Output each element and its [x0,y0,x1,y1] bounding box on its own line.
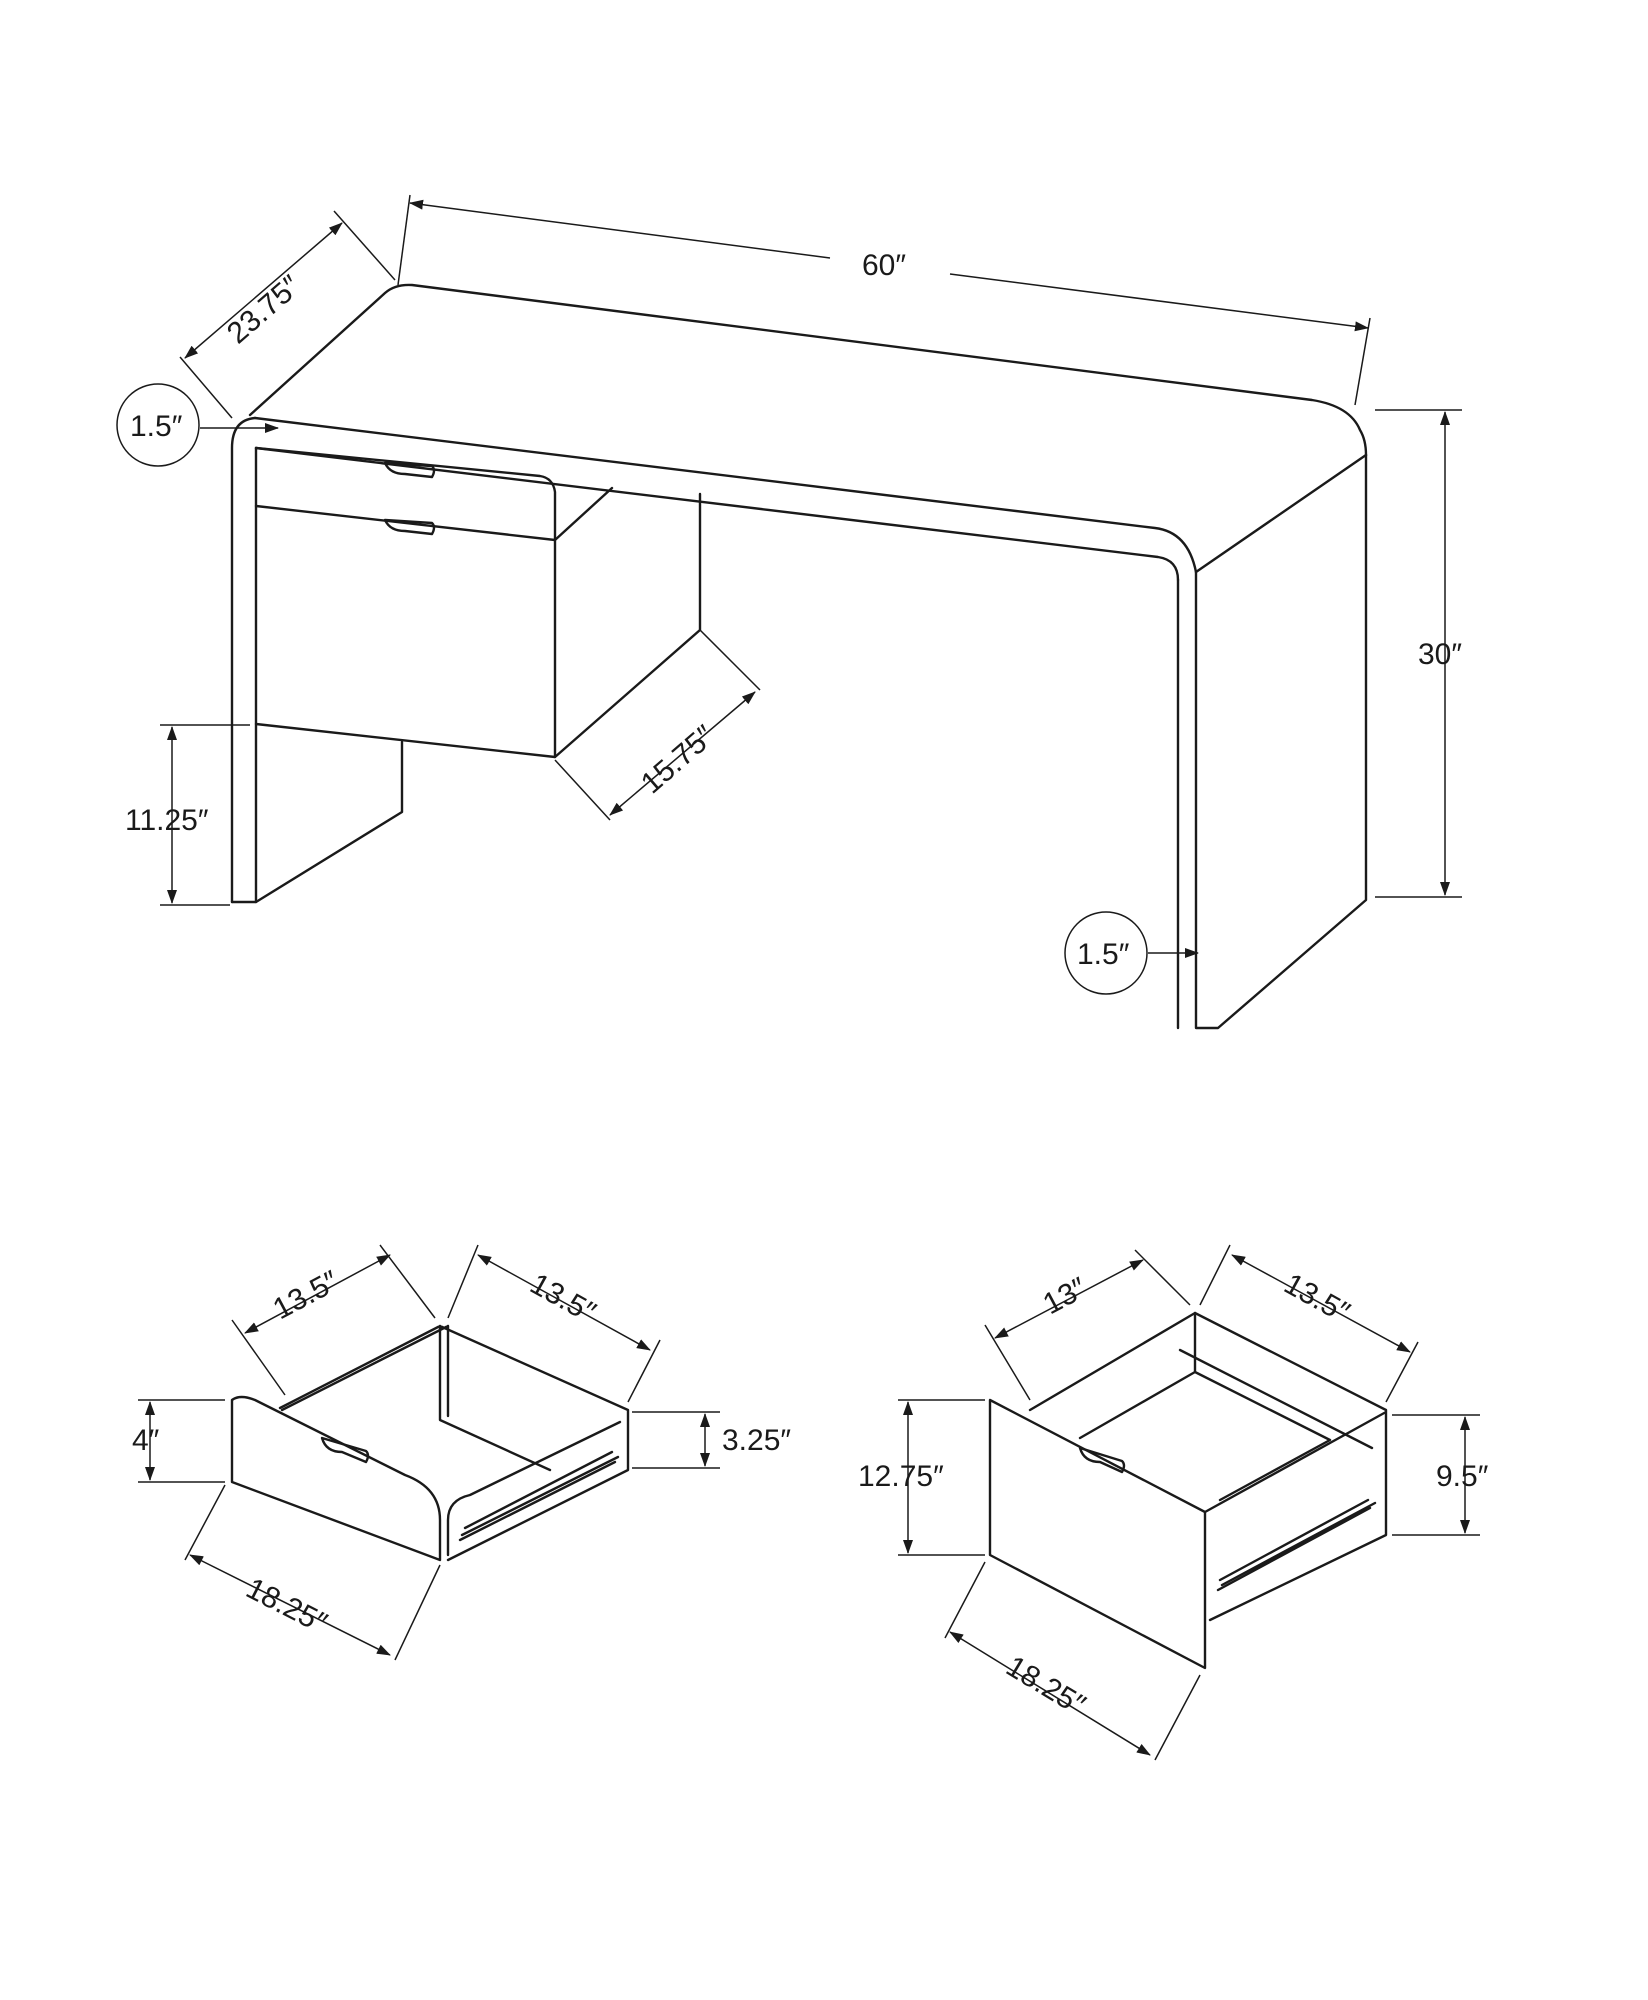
cabinet-depth-ext-b [699,629,761,691]
sd-depth-ext-a [184,1484,226,1561]
sd-ext-b [379,1244,436,1319]
ld-depth-ext-b [1154,1674,1201,1761]
small-drawer-rail [458,1450,620,1542]
large-drawer-rail [1216,1498,1377,1592]
small-drawer-front-width-label: 13.5″ [268,1264,345,1326]
sd-ext-c [447,1244,479,1319]
small-drawer-inner [280,1324,450,1418]
desk-top-underside [254,446,1180,582]
large-drawer-dimensions: 13″ 13.5″ 12.75″ 9.5″ 18.25″ [858,1244,1489,1761]
depth-ext-bottom [179,356,233,419]
desk-left-panel-bottom [230,740,404,904]
large-drawer-bar [1178,1348,1374,1450]
width-arrow-right [949,273,1369,332]
small-drawer-side [446,1420,622,1557]
desk-illustration [230,283,1368,1030]
top-thickness-label: 1.5″ [130,410,183,443]
small-drawer-illustration [230,1324,630,1562]
small-drawer-inner-width-label: 13.5″ [525,1267,602,1330]
depth-ext-top [333,210,396,281]
sd-front-width-arrow [244,1254,391,1334]
desk-top-upper-edge [248,283,1368,457]
cabinet-box [254,538,557,759]
leg-clearance-label: 11.25″ [125,804,209,837]
ld-inner-width-arrow [1231,1254,1411,1353]
large-drawer-depth-label: 18.25″ [1000,1650,1091,1723]
cabinet-depth-label: 15.75″ [635,719,722,800]
large-drawer-front-height-label: 12.75″ [858,1460,944,1493]
cabinet-depth-arrow [609,691,756,816]
small-drawer-box [278,1324,630,1562]
large-drawer-front-width-label: 13″ [1038,1271,1093,1321]
desk-top-front-edge [253,416,1198,574]
small-drawer-handle [320,1436,370,1464]
sd-depth-arrow [189,1554,391,1656]
large-drawer-illustration [988,1311,1388,1670]
desk-right-top-edge [1194,453,1368,574]
depth-arrow [184,222,343,359]
large-drawer-box [1028,1311,1388,1622]
desk-dimensions: 60″ 23.75″ 30″ 1.5″ 1.5″ 15.75″ 11.25″ [116,194,1462,995]
width-arrow-left [409,199,831,259]
large-drawer-front [988,1398,1207,1670]
width-ext-right [1354,317,1371,406]
top-thickness-callout [116,383,200,467]
large-drawer-inner-width-label: 13.5″ [1279,1267,1356,1330]
width-ext-left [397,194,411,286]
leg-thickness-callout [1064,911,1148,995]
ld-ext-c [1199,1244,1231,1306]
small-drawer-depth-label: 18.25″ [241,1572,333,1640]
ld-depth-arrow [949,1631,1151,1756]
sd-depth-ext-b [394,1564,441,1661]
large-drawer-inner [1078,1311,1332,1502]
ld-ext-b [1134,1249,1191,1306]
desk-width-label: 60″ [862,249,906,282]
desk-left-panel-outer [230,416,257,904]
small-drawer-front [230,1395,442,1562]
cabinet-top-drawer [254,446,557,542]
sd-ext-a [231,1319,286,1396]
drawer-handle-top [383,461,436,479]
small-drawer-front-height-label: 4″ [132,1424,160,1457]
desk-depth-label: 23.75″ [221,269,308,350]
drawer-handle-bottom [383,518,436,536]
sd-inner-width-arrow [477,1254,651,1351]
ld-front-width-arrow [994,1259,1144,1339]
leg-thickness-label: 1.5″ [1077,938,1130,971]
large-drawer-handle [1078,1446,1126,1474]
small-drawer-side-height-label: 3.25″ [722,1424,791,1457]
large-drawer-side-height-label: 9.5″ [1436,1460,1489,1493]
sd-ext-d [627,1339,661,1403]
cabinet-side [553,486,702,759]
cabinet-depth-ext-a [554,759,611,821]
desk-height-label: 30″ [1418,638,1462,671]
ld-depth-ext-a [944,1561,986,1639]
desk-right-panel [1194,453,1368,1030]
ld-ext-d [1385,1341,1419,1403]
ld-ext-a [984,1324,1031,1401]
